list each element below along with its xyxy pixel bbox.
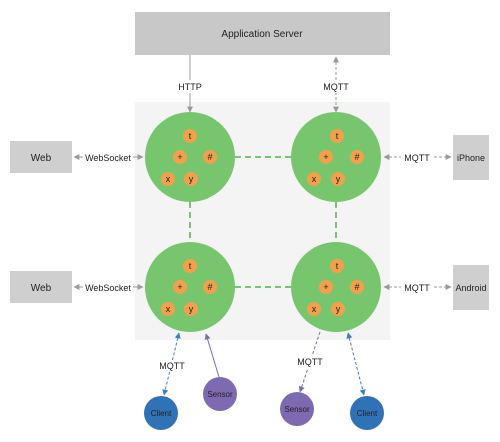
- broker-node-top-right: t + # x y: [291, 112, 381, 202]
- svg-text:t: t: [336, 261, 339, 271]
- topic-dot: [161, 302, 175, 316]
- websocket-bottom-label-bg: [83, 281, 133, 294]
- http-label: HTTP: [178, 82, 202, 92]
- android-box: [453, 265, 489, 310]
- topic-dot: [350, 280, 364, 294]
- topic-dot: [203, 150, 217, 164]
- svg-text:+: +: [323, 282, 328, 292]
- svg-text:+: +: [177, 282, 182, 292]
- broker-node-bottom-left: t + # x y: [145, 242, 235, 332]
- svg-text:t: t: [336, 131, 339, 141]
- sensor-right-label: Sensor: [284, 405, 310, 414]
- topic-dot: [183, 129, 197, 143]
- web-top-box: [10, 141, 72, 173]
- svg-text:#: #: [354, 152, 359, 162]
- iphone-box: [453, 135, 489, 180]
- svg-text:x: x: [166, 174, 171, 184]
- topic-dot: [350, 150, 364, 164]
- svg-text:y: y: [189, 304, 194, 314]
- svg-text:t: t: [189, 131, 192, 141]
- mqtt-server-label: MQTT: [323, 82, 349, 92]
- web-bottom-label: Web: [31, 283, 52, 294]
- topic-dot: [203, 280, 217, 294]
- mqtt-sensor-right-label-bg: [295, 356, 325, 368]
- mqtt-iphone-label-bg: [401, 151, 433, 164]
- svg-text:#: #: [354, 282, 359, 292]
- topic-dot: [173, 150, 187, 164]
- svg-text:+: +: [323, 152, 328, 162]
- topic-dot: [330, 259, 344, 273]
- svg-text:x: x: [312, 304, 317, 314]
- sensor-right-node: [280, 392, 314, 426]
- svg-text:y: y: [336, 174, 341, 184]
- http-label-bg: [176, 80, 204, 93]
- mqtt-android-label-bg: [401, 281, 433, 294]
- mqtt-client-left-label-bg: [157, 360, 187, 372]
- svg-text:#: #: [207, 282, 212, 292]
- mqtt-sensor-right-label: MQTT: [297, 357, 323, 367]
- topic-dot: [330, 129, 344, 143]
- websocket-top-label: WebSocket: [85, 153, 131, 163]
- websocket-top-label-bg: [83, 151, 133, 164]
- svg-text:x: x: [166, 304, 171, 314]
- android-label: Android: [455, 283, 486, 293]
- iphone-label: iPhone: [457, 153, 485, 163]
- client-right-label: Client: [357, 409, 378, 418]
- svg-text:+: +: [177, 152, 182, 162]
- topic-dot: [184, 172, 198, 186]
- web-top-label: Web: [31, 153, 52, 164]
- topic-dot: [183, 259, 197, 273]
- sensor-left-connector: [204, 333, 220, 378]
- topic-dot: [184, 302, 198, 316]
- websocket-bottom-label: WebSocket: [85, 283, 131, 293]
- sensor-left-label: Sensor: [207, 390, 233, 399]
- mqtt-android-label: MQTT: [404, 283, 430, 293]
- svg-text:#: #: [207, 152, 212, 162]
- svg-text:y: y: [336, 304, 341, 314]
- application-server-box: [135, 12, 390, 55]
- mqtt-client-right-connector: [346, 332, 366, 396]
- client-right-node: [350, 396, 384, 430]
- client-left-label: Client: [151, 409, 172, 418]
- mqtt-client-left-label: MQTT: [159, 361, 185, 371]
- mqtt-server-label-bg: [320, 80, 352, 93]
- mqtt-iphone-label: MQTT: [404, 153, 430, 163]
- broker-node-bottom-right: t + # x y: [291, 242, 381, 332]
- application-server-label: Application Server: [221, 29, 303, 40]
- topic-dot: [307, 302, 321, 316]
- topic-dot: [319, 280, 333, 294]
- broker-node-top-left: t + # x y: [145, 112, 235, 202]
- client-left-node: [144, 396, 178, 430]
- svg-text:y: y: [189, 174, 194, 184]
- sensor-left-node: [203, 377, 237, 411]
- web-bottom-box: [10, 271, 72, 303]
- topic-dot: [173, 280, 187, 294]
- topic-dot: [331, 172, 345, 186]
- topic-dot: [331, 302, 345, 316]
- topic-dot: [161, 172, 175, 186]
- topic-dot: [319, 150, 333, 164]
- svg-text:x: x: [312, 174, 317, 184]
- topic-dot: [307, 172, 321, 186]
- svg-text:t: t: [189, 261, 192, 271]
